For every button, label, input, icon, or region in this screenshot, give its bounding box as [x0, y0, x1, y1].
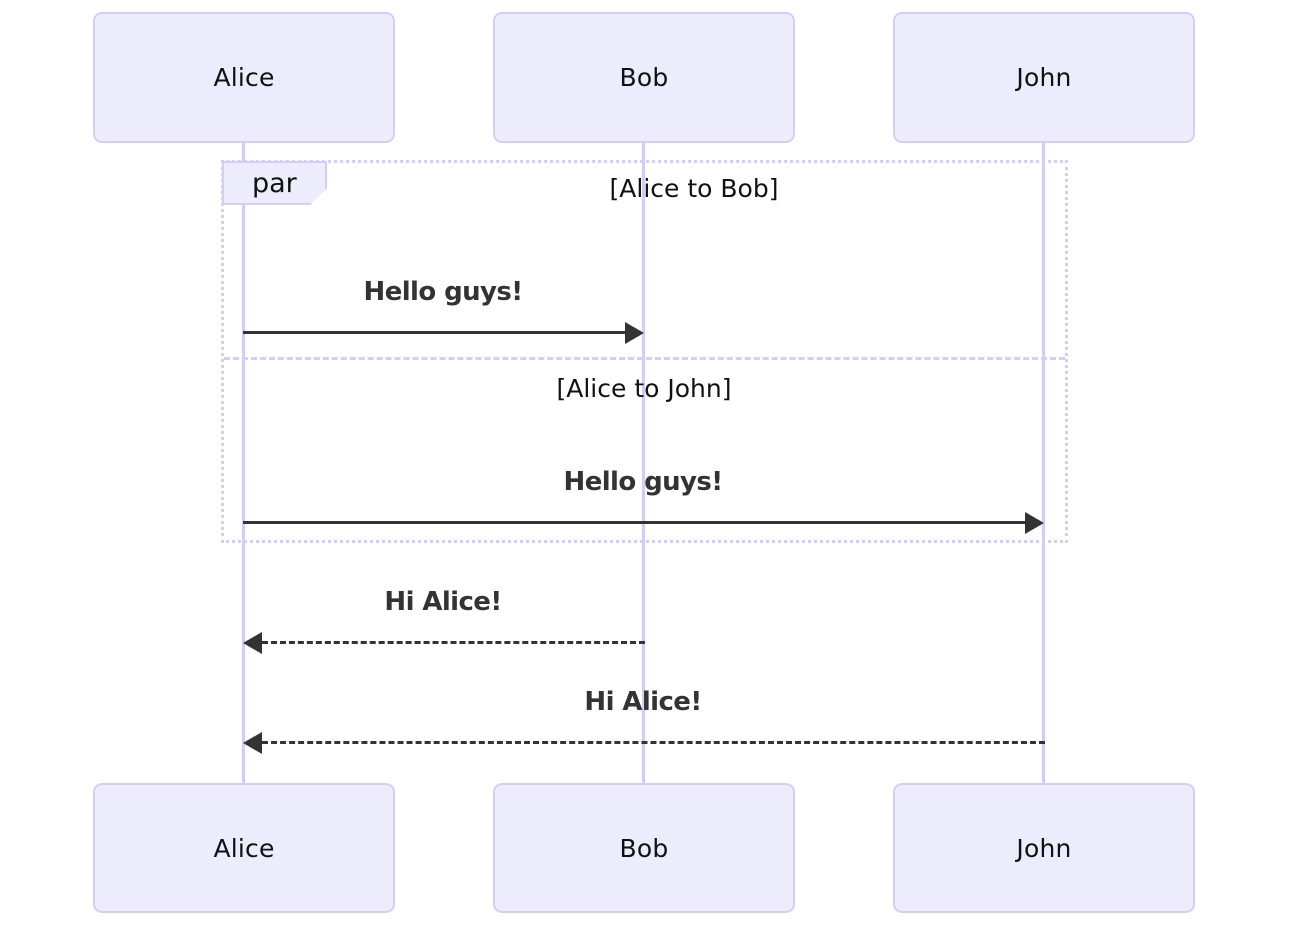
message-line-4 [262, 741, 1045, 744]
lifeline-john [1042, 143, 1045, 784]
par-branch-guard-1: [Alice to Bob] [544, 174, 844, 203]
actor-box-bob-top[interactable]: Bob [493, 12, 795, 143]
par-fragment-tag-label: par [252, 167, 297, 199]
message-line-3 [262, 641, 645, 644]
actor-box-bob-bottom[interactable]: Bob [493, 783, 795, 913]
message-label-1: Hello guys! [293, 277, 593, 307]
par-branch-guard-2: [Alice to John] [494, 374, 794, 403]
message-label-2: Hello guys! [493, 467, 793, 497]
par-fragment-frame [221, 160, 1068, 543]
message-label-2-text: Hello guys! [563, 467, 724, 497]
par-branch-guard-2-text: [Alice to John] [556, 374, 732, 403]
message-arrowhead-1 [625, 322, 644, 344]
lifeline-alice [242, 143, 245, 784]
par-branch-guard-1-text: [Alice to Bob] [609, 174, 779, 203]
message-arrowhead-3 [243, 632, 262, 654]
message-label-3-text: Hi Alice! [384, 587, 502, 617]
message-label-1-text: Hello guys! [363, 277, 524, 307]
actor-label-john-bottom: John [1016, 833, 1072, 863]
message-label-4-text: Hi Alice! [584, 687, 702, 717]
actor-label-alice-top: Alice [213, 63, 275, 92]
actor-label-john-top: John [1016, 63, 1072, 92]
message-arrowhead-2 [1025, 512, 1044, 534]
message-line-2 [243, 521, 1025, 524]
lifeline-bob [642, 143, 645, 784]
message-label-4: Hi Alice! [493, 687, 793, 717]
actor-label-bob-top: Bob [619, 63, 669, 92]
par-fragment-tag[interactable]: par [222, 161, 327, 205]
actor-box-john-top[interactable]: John [893, 12, 1195, 143]
message-arrowhead-4 [243, 732, 262, 754]
actor-box-alice-bottom[interactable]: Alice [93, 783, 395, 913]
message-label-3: Hi Alice! [293, 587, 593, 617]
actor-box-alice-top[interactable]: Alice [93, 12, 395, 143]
actor-box-john-bottom[interactable]: John [893, 783, 1195, 913]
actor-label-bob-bottom: Bob [619, 833, 669, 863]
message-line-1 [243, 331, 625, 334]
actor-label-alice-bottom: Alice [213, 833, 275, 863]
par-branch-divider [224, 357, 1065, 360]
